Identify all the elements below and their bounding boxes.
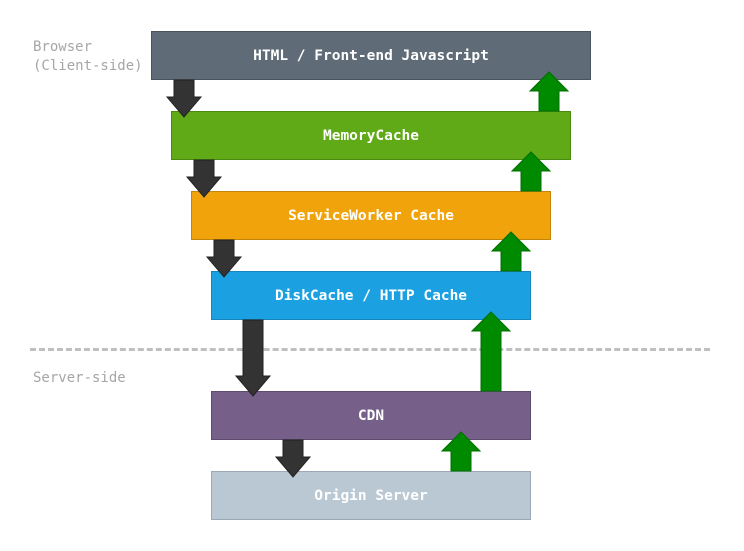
response-arrow-cdn-to-disk	[470, 311, 512, 392]
client-server-divider	[30, 348, 710, 351]
layer-service-worker-cache: ServiceWorker Cache	[191, 191, 551, 240]
request-arrow-memory-to-serviceworker	[185, 159, 223, 198]
layer-memory-cache: MemoryCache	[171, 111, 571, 160]
server-side-label: Server-side	[33, 370, 126, 386]
response-arrow-origin-to-cdn	[440, 431, 482, 472]
request-arrow-cdn-to-origin	[274, 439, 312, 478]
layer-disk-cache: DiskCache / HTTP Cache	[211, 271, 531, 320]
layer-origin-server: Origin Server	[211, 471, 531, 520]
response-arrow-serviceworker-to-memory	[510, 151, 552, 192]
request-arrow-disk-to-cdn	[234, 319, 272, 397]
layer-cdn: CDN	[211, 391, 531, 440]
request-arrow-serviceworker-to-disk	[205, 239, 243, 278]
browser-label-line2: (Client-side)	[33, 58, 143, 74]
response-arrow-disk-to-serviceworker	[490, 231, 532, 272]
response-arrow-memory-to-html	[528, 71, 570, 112]
layer-html-frontend-js: HTML / Front-end Javascript	[151, 31, 591, 80]
request-arrow-html-to-memory	[165, 79, 203, 118]
browser-label-line1: Browser	[33, 39, 93, 55]
browser-label: Browser (Client-side)	[33, 38, 143, 76]
